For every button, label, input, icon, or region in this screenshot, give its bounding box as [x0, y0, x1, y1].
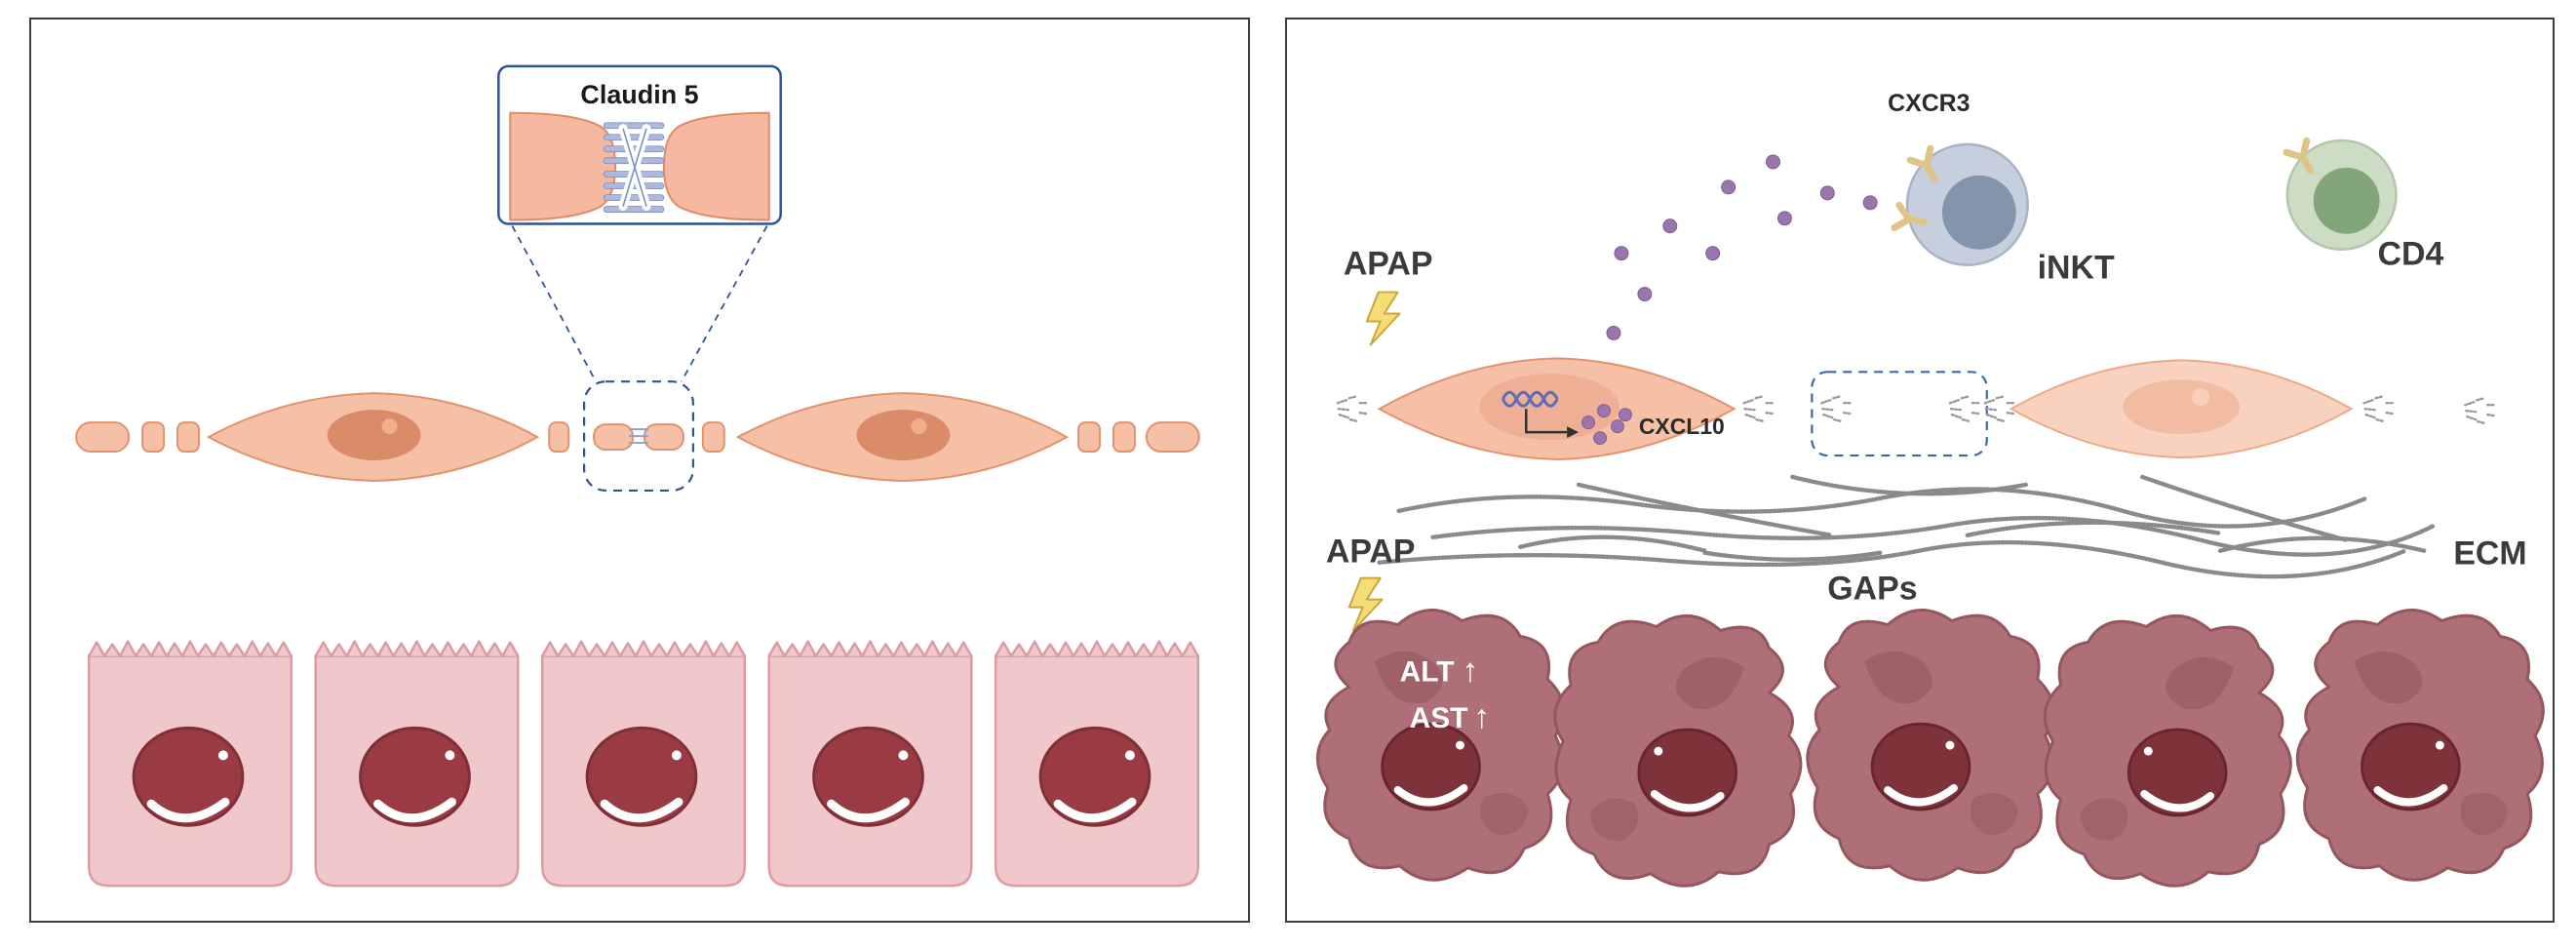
- junction-strands: [629, 428, 648, 445]
- apap-endothelial-insult: APAP: [1344, 246, 1433, 346]
- ast-up-arrow: ↑: [1473, 698, 1490, 735]
- apap-top-label: APAP: [1344, 246, 1433, 283]
- inset-title: Claudin 5: [580, 80, 698, 109]
- membrane-left: [509, 111, 617, 221]
- nucleus-highlight: [911, 418, 927, 435]
- panel-apap-injury: APAP CXCR3 iNKT: [1285, 18, 2555, 923]
- fenestration-segment: [141, 421, 166, 454]
- ecm-fibers: [1377, 474, 2437, 579]
- cd4-nucleus: [2313, 167, 2380, 234]
- injured-hepatocyte: [1555, 615, 1801, 886]
- endothelial-nucleus: [856, 410, 951, 461]
- nucleus-highlight: [381, 418, 398, 435]
- ecm-label: ECM: [2453, 535, 2526, 573]
- frayed-junction: [2362, 395, 2395, 423]
- frayed-junction: [1742, 395, 1775, 423]
- fenestration-segment: [176, 421, 200, 454]
- fenestration-segment: [1077, 421, 1101, 454]
- liver-enzyme-markers: ALT ↑ AST ↑: [1400, 652, 1491, 735]
- ast-label: AST: [1410, 702, 1468, 734]
- cxcl10-label: CXCL10: [1639, 414, 1725, 439]
- inset-pointer-line-right: [681, 225, 768, 382]
- gap-junction-region: [1811, 371, 1988, 457]
- cxcr3-label: CXCR3: [1888, 90, 1970, 117]
- endothelial-nucleus: [2123, 379, 2240, 435]
- hepatocyte: [542, 642, 745, 886]
- injured-hepatocyte-row: [1317, 610, 2543, 886]
- inset-pointer-line-left: [511, 225, 597, 382]
- panel-normal-state: Claudin 5: [29, 18, 1250, 923]
- injured-hepatocyte: [2045, 615, 2290, 886]
- membrane-right: [662, 111, 770, 221]
- quiescent-endothelial-cell: [1983, 359, 2496, 459]
- frayed-junction: [1336, 395, 1368, 423]
- fenestration-segment: [701, 421, 725, 454]
- fenestration-segment: [1112, 421, 1136, 454]
- inkt-label: iNKT: [2038, 250, 2115, 287]
- inkt-nucleus: [1941, 175, 2016, 250]
- hepatocyte: [316, 642, 519, 886]
- hepatocyte: [769, 642, 972, 886]
- fenestration-segment: [1145, 421, 1200, 454]
- apap-bottom-label: APAP: [1326, 534, 1416, 571]
- dna-icon: [1501, 390, 1559, 408]
- nucleus-highlight: [2192, 388, 2210, 407]
- activated-endothelial-cell: CXCL10: [1336, 357, 1775, 461]
- alt-label: ALT: [1400, 655, 1455, 688]
- hepatocyte: [89, 642, 292, 886]
- gap-highlight-box: [1811, 371, 1988, 457]
- injured-hepatocyte: [1317, 610, 1563, 880]
- frayed-junction: [2464, 397, 2496, 425]
- transcription-arrowhead: [1567, 426, 1580, 439]
- claudin5-inset: Claudin 5: [497, 64, 782, 382]
- injured-hepatocyte: [2297, 610, 2543, 880]
- endothelial-layer: [75, 392, 1200, 482]
- transcription-arrow: [1524, 409, 1568, 434]
- cxcl10-dots: [1581, 404, 1632, 446]
- frayed-junction: [1948, 395, 1981, 423]
- lightning-icon: [1365, 291, 1401, 346]
- endothelial-nucleus: [327, 410, 421, 461]
- inkt-cell: CXCR3 iNKT: [1888, 90, 2115, 286]
- junction-highlight-box: [583, 380, 694, 493]
- junction-stub-left: [593, 423, 635, 452]
- claudin-strands: [603, 122, 665, 213]
- alt-up-arrow: ↑: [1462, 652, 1478, 689]
- fenestration-segment: [75, 421, 131, 454]
- injured-hepatocyte: [1808, 610, 2053, 880]
- cd4-label: CD4: [2378, 236, 2444, 273]
- gaps-label: GAPs: [1827, 571, 1917, 608]
- apap-injury-diagram: APAP CXCR3 iNKT: [1287, 90, 2553, 921]
- normal-state-diagram: Claudin 5: [75, 64, 1248, 921]
- junction-stub-right: [643, 423, 684, 452]
- hepatocyte-row: [89, 642, 1198, 886]
- hepatocyte: [995, 642, 1198, 886]
- fenestration-segment: [548, 421, 570, 454]
- frayed-junction: [1820, 395, 1853, 423]
- apap-hepatocyte-insult: APAP: [1326, 534, 1416, 632]
- cxcl10-dot-trail: [1606, 154, 1878, 340]
- cd4-cell: CD4: [2286, 140, 2444, 273]
